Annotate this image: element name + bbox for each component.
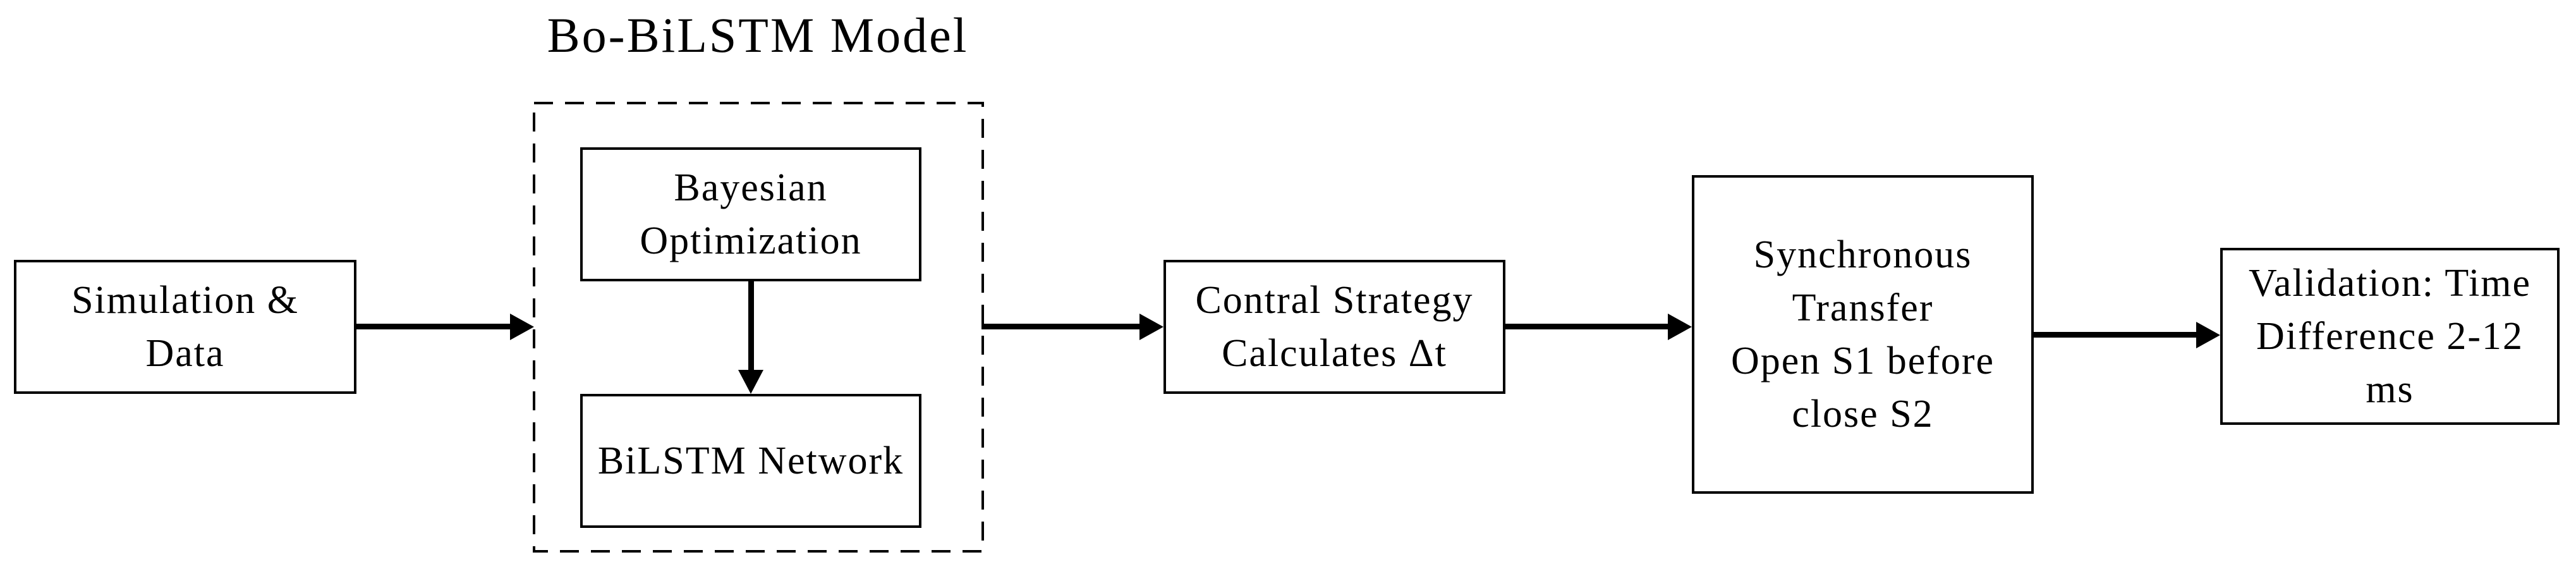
arrow-bayesian-to-bilstm-head-icon — [738, 370, 763, 394]
node-contral-strategy: Contral Strategy Calculates Δt — [1163, 260, 1505, 394]
node-text-line: Simulation & — [71, 279, 299, 322]
node-text-line: Calculates Δt — [1222, 332, 1447, 375]
node-text-line: Optimization — [640, 219, 862, 262]
arrow-contral-to-synchronous-line — [1505, 324, 1668, 329]
node-text-line: Data — [145, 332, 225, 375]
arrow-contral-to-synchronous-head-icon — [1668, 314, 1692, 340]
arrow-bayesian-to-bilstm-line — [748, 281, 754, 370]
node-bilstm-network: BiLSTM Network — [580, 394, 921, 528]
arrow-simulation-to-model-line — [356, 324, 511, 329]
arrow-model-to-contral-line — [981, 324, 1139, 329]
node-text-line: Bayesian — [674, 166, 828, 209]
node-text-line: Contral Strategy — [1195, 279, 1474, 322]
node-text-line: Difference 2-12 — [2256, 315, 2524, 358]
node-synchronous-transfer: Synchronous Transfer Open S1 before clos… — [1692, 175, 2034, 494]
node-validation: Validation: Time Difference 2-12 ms — [2220, 248, 2560, 425]
bo-bilstm-model-dashed-group — [533, 102, 984, 553]
node-text-line: Synchronous — [1753, 233, 1972, 276]
arrow-model-to-contral-head-icon — [1139, 314, 1163, 340]
node-text-line: Validation: Time — [2248, 262, 2532, 305]
figure-title: Bo-BiLSTM Model — [547, 8, 969, 63]
arrow-synchronous-to-validation-line — [2034, 332, 2196, 338]
node-text-line: ms — [2366, 368, 2414, 411]
node-simulation-data: Simulation & Data — [14, 260, 356, 394]
node-bayesian-optimization: Bayesian Optimization — [580, 147, 921, 281]
node-text-line: Open S1 before — [1730, 340, 1995, 382]
node-text-line: BiLSTM Network — [597, 439, 904, 482]
arrow-simulation-to-model-head-icon — [510, 314, 534, 340]
node-text-line: close S2 — [1792, 393, 1934, 436]
arrow-synchronous-to-validation-head-icon — [2196, 322, 2220, 348]
node-text-line: Transfer — [1792, 286, 1934, 329]
